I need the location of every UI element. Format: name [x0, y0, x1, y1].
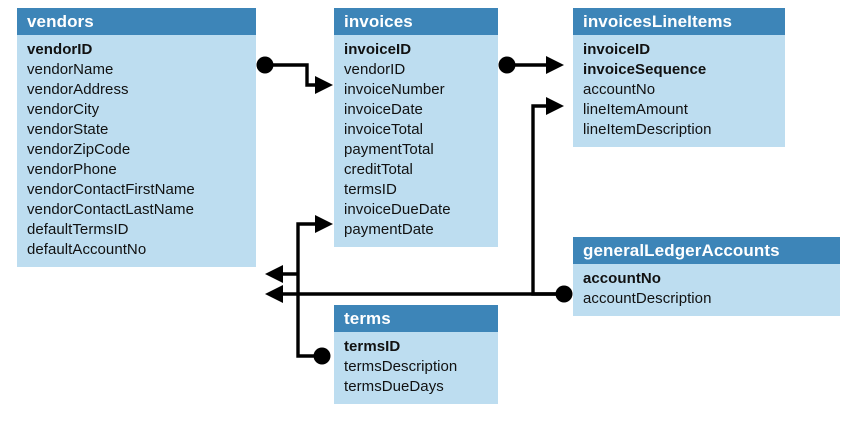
connector-arrow-invoices-vendorid: [315, 76, 333, 94]
field-invoiceslineitems-lineitemamount[interactable]: lineItemAmount: [583, 101, 688, 118]
field-invoiceslineitems-accountno[interactable]: accountNo: [583, 81, 656, 98]
connector-circle-gl-accountno: [555, 285, 573, 303]
field-invoiceslineitems-invoicesequence[interactable]: invoiceSequence: [583, 61, 707, 78]
field-vendors-vendorname[interactable]: vendorName: [27, 61, 114, 78]
field-invoices-vendorid[interactable]: vendorID: [344, 61, 406, 78]
field-vendors-vendorcontactfirstname[interactable]: vendorContactFirstName: [27, 181, 195, 198]
entity-terms-title: terms: [334, 305, 498, 332]
field-vendors-vendorzipcode[interactable]: vendorZipCode: [27, 141, 131, 158]
field-terms-termsdescription[interactable]: termsDescription: [344, 358, 458, 375]
relationship-gl-invoiceslineitems: [531, 97, 564, 296]
field-terms-termsid[interactable]: termsID: [344, 338, 401, 355]
field-terms-termsduedays[interactable]: termsDueDays: [344, 378, 444, 395]
relationship-vendors-invoices: [256, 56, 333, 94]
field-vendors-vendorstate[interactable]: vendorState: [27, 121, 109, 138]
entity-generalledgeraccounts-title: generalLedgerAccounts: [573, 237, 840, 264]
field-vendors-vendoraddress[interactable]: vendorAddress: [27, 81, 129, 98]
entity-vendors-title: vendors: [17, 8, 256, 35]
entity-terms[interactable]: terms termsID termsDescription termsDueD…: [334, 305, 498, 404]
entity-vendors[interactable]: vendors vendorID vendorName vendorAddres…: [17, 8, 256, 267]
entity-invoiceslineitems-fields: invoiceID invoiceSequence accountNo line…: [573, 35, 785, 147]
field-invoices-credittotal[interactable]: creditTotal: [344, 161, 413, 178]
entity-terms-fields: termsID termsDescription termsDueDays: [334, 332, 498, 404]
entity-generalledgeraccounts-fields: accountNo accountDescription: [573, 264, 840, 316]
connector-circle-terms-termsid: [313, 347, 331, 365]
field-invoices-invoicedate[interactable]: invoiceDate: [344, 101, 423, 118]
relationship-gl-vendors: [265, 285, 573, 303]
connector-circle-vendors-vendorid: [256, 56, 274, 74]
field-vendors-defaultaccountno[interactable]: defaultAccountNo: [27, 241, 147, 258]
connector-arrow-lineitems-invoiceid: [546, 56, 564, 74]
entity-generalledgeraccounts[interactable]: generalLedgerAccounts accountNo accountD…: [573, 237, 840, 316]
field-invoiceslineitems-lineitemdescription[interactable]: lineItemDescription: [583, 121, 712, 138]
entity-invoices-fields: invoiceID vendorID invoiceNumber invoice…: [334, 35, 498, 247]
connector-arrow-invoices-termsid: [315, 215, 333, 233]
entity-invoiceslineitems[interactable]: invoicesLineItems invoiceID invoiceSeque…: [573, 8, 785, 147]
connector-circle-invoices-invoiceid: [498, 56, 516, 74]
field-invoices-invoiceid[interactable]: invoiceID: [344, 41, 412, 58]
field-invoices-invoicetotal[interactable]: invoiceTotal: [344, 121, 423, 138]
field-vendors-vendorcontactlastname[interactable]: vendorContactLastName: [27, 201, 194, 218]
field-vendors-vendorphone[interactable]: vendorPhone: [27, 161, 117, 178]
connector-arrow-vendors-defaultaccountno: [265, 285, 283, 303]
entity-invoiceslineitems-title: invoicesLineItems: [573, 8, 785, 35]
field-invoices-paymentdate[interactable]: paymentDate: [344, 221, 434, 238]
field-invoices-termsid[interactable]: termsID: [344, 181, 397, 198]
connector-arrow-vendors-defaulttermsid: [265, 265, 283, 283]
entity-invoices[interactable]: invoices invoiceID vendorID invoiceNumbe…: [334, 8, 498, 247]
field-generalledgeraccounts-accountdescription[interactable]: accountDescription: [583, 290, 712, 307]
entity-invoices-title: invoices: [334, 8, 498, 35]
field-invoices-paymenttotal[interactable]: paymentTotal: [344, 141, 434, 158]
field-vendors-vendorcity[interactable]: vendorCity: [27, 101, 100, 118]
connector-arrow-lineitems-accountno: [546, 97, 564, 115]
field-invoices-invoicenumber[interactable]: invoiceNumber: [344, 81, 445, 98]
field-invoices-invoiceduedate[interactable]: invoiceDueDate: [344, 201, 451, 218]
field-invoiceslineitems-invoiceid[interactable]: invoiceID: [583, 41, 651, 58]
field-generalledgeraccounts-accountno[interactable]: accountNo: [583, 270, 661, 287]
relationship-invoices-invoiceslineitems: [498, 56, 564, 74]
entity-vendors-fields: vendorID vendorName vendorAddress vendor…: [17, 35, 256, 267]
field-vendors-vendorid[interactable]: vendorID: [27, 41, 93, 58]
field-vendors-defaulttermsid[interactable]: defaultTermsID: [27, 221, 129, 238]
relationship-terms: [265, 215, 333, 365]
